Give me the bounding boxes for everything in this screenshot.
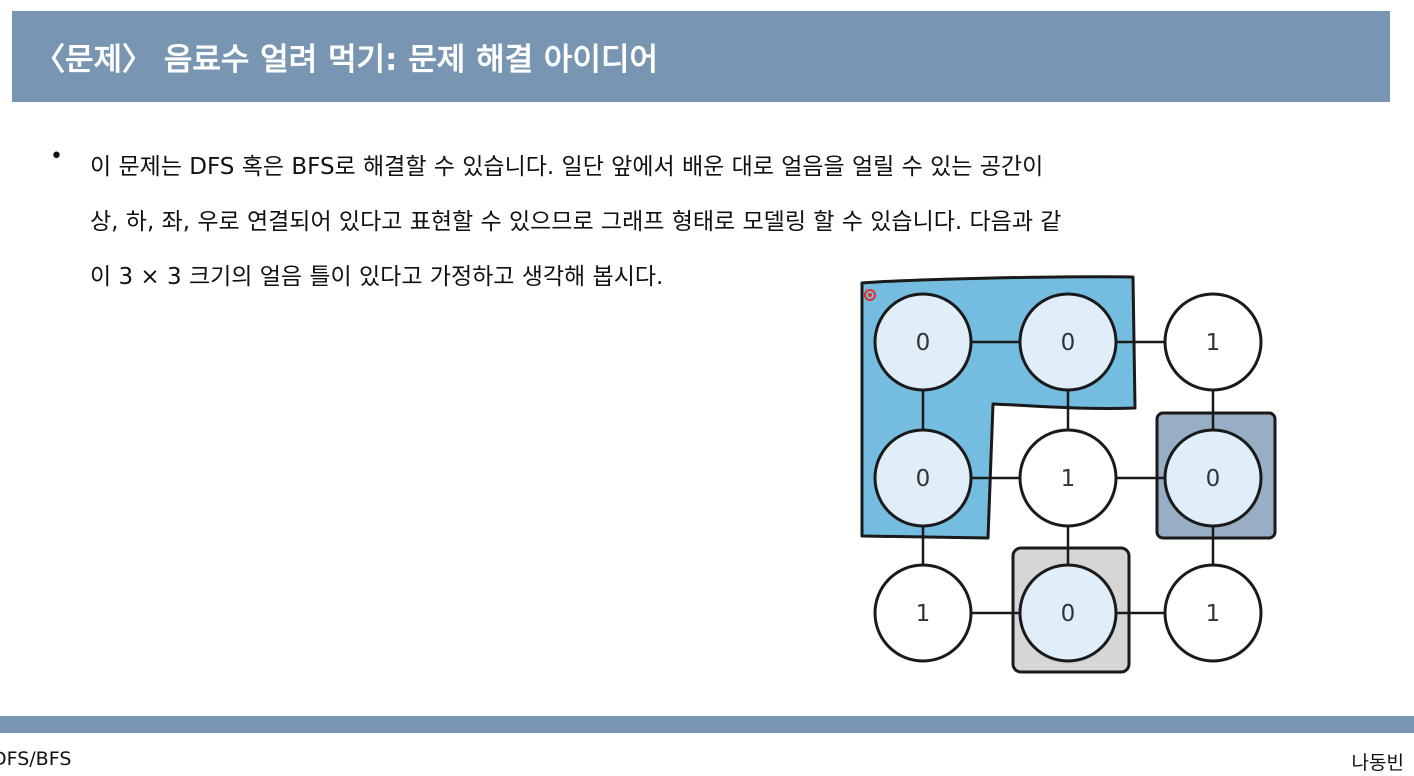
bullet-text: 이 문제는 DFS 혹은 BFS로 해결할 수 있습니다. 일단 앞에서 배운 … <box>90 140 1370 305</box>
footer-bar <box>0 716 1414 733</box>
slide-title: 〈문제〉 음료수 얼려 먹기: 문제 해결 아이디어 <box>34 42 658 78</box>
grid-node: 0 <box>1163 428 1263 528</box>
ice-grid-diagram: 0 0 1 0 1 0 1 0 1 <box>860 275 1277 674</box>
grid-nodes: 0 0 1 0 1 0 1 0 1 <box>873 292 1263 663</box>
node-value: 1 <box>916 601 931 627</box>
node-value: 0 <box>1061 601 1076 627</box>
grid-node: 1 <box>1163 563 1263 663</box>
grid-node: 0 <box>1018 563 1118 663</box>
node-circle <box>1018 292 1118 392</box>
node-value: 0 <box>916 466 931 492</box>
bullet-line-1: 이 문제는 DFS 혹은 BFS로 해결할 수 있습니다. 일단 앞에서 배운 … <box>90 154 1044 180</box>
footer-topic: DFS/BFS <box>0 748 72 770</box>
bullet-line-3: 이 3 × 3 크기의 얼음 틀이 있다고 가정하고 생각해 봅시다. <box>90 264 664 290</box>
node-value: 1 <box>1061 466 1076 492</box>
grid-edges <box>921 340 1215 615</box>
footer-author: 나동빈 <box>1351 752 1404 774</box>
node-circle <box>1163 563 1263 663</box>
node-circle <box>873 292 973 392</box>
bullet-paragraph: • 이 문제는 DFS 혹은 BFS로 해결할 수 있습니다. 일단 앞에서 배… <box>40 140 1370 305</box>
pointer-dot <box>864 289 876 301</box>
node-value: 0 <box>1206 466 1221 492</box>
node-circle <box>873 563 973 663</box>
node-value: 0 <box>916 330 931 356</box>
grid-node: 0 <box>873 428 973 528</box>
grid-node: 0 <box>1018 292 1118 392</box>
node-value: 1 <box>1206 601 1221 627</box>
grid-node: 1 <box>1018 428 1118 528</box>
node-circle <box>873 428 973 528</box>
node-circle <box>1163 292 1263 392</box>
pointer-dot-center <box>868 293 872 297</box>
bullet-marker: • <box>50 144 63 169</box>
grid-node: 1 <box>1163 292 1263 392</box>
bullet-line-2: 상, 하, 좌, 우로 연결되어 있다고 표현할 수 있으므로 그래프 형태로 … <box>90 209 1062 235</box>
grid-node: 0 <box>873 292 973 392</box>
node-circle <box>1018 563 1118 663</box>
node-value: 0 <box>1061 330 1076 356</box>
node-circle <box>1018 428 1118 528</box>
node-circle <box>1163 428 1263 528</box>
grid-node: 1 <box>873 563 973 663</box>
node-value: 1 <box>1206 330 1221 356</box>
slide-title-bar: 〈문제〉 음료수 얼려 먹기: 문제 해결 아이디어 <box>12 11 1390 102</box>
